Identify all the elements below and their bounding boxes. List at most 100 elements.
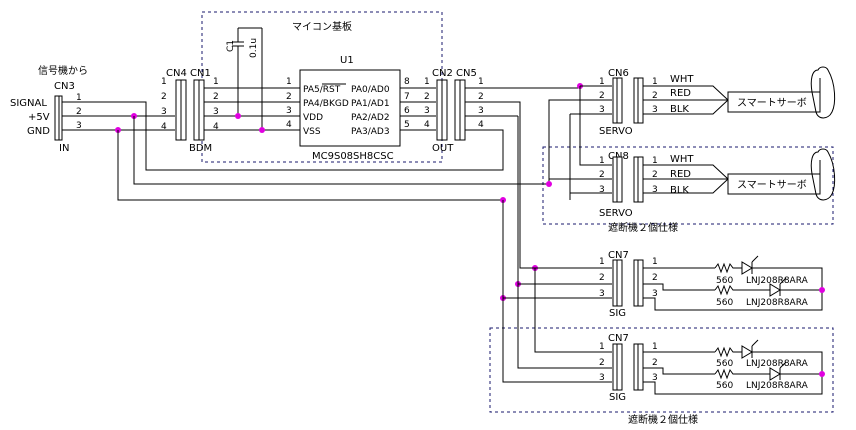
cn8-servo-label: SERVO bbox=[599, 208, 633, 219]
led-lower-2: LNJ208R8ARA bbox=[746, 381, 809, 391]
c1-label: C1 bbox=[226, 40, 236, 52]
led-lower-1: LNJ208R8ARA bbox=[746, 359, 809, 369]
svg-text:3: 3 bbox=[599, 105, 605, 115]
svg-text:4: 4 bbox=[213, 122, 219, 132]
svg-text:3: 3 bbox=[478, 106, 484, 116]
svg-text:3: 3 bbox=[652, 289, 658, 299]
u1-pin-pa1: PA1/AD1 bbox=[351, 99, 390, 109]
svg-text:1: 1 bbox=[599, 342, 605, 352]
svg-text:2: 2 bbox=[286, 92, 292, 102]
u1-pin-pa5: PA5/RST bbox=[303, 85, 341, 95]
svg-text:3: 3 bbox=[599, 185, 605, 195]
svg-text:2: 2 bbox=[213, 92, 219, 102]
cn7a-sig-label: SIG bbox=[609, 308, 626, 319]
u1-label: U1 bbox=[340, 55, 354, 66]
svg-text:2: 2 bbox=[478, 92, 484, 102]
c1-value: 0.1u bbox=[249, 38, 259, 58]
svg-text:5: 5 bbox=[404, 120, 410, 130]
u1-pin-vss: VSS bbox=[303, 127, 321, 137]
svg-text:2: 2 bbox=[424, 92, 430, 102]
cn8-red: RED bbox=[670, 169, 691, 180]
svg-text:1: 1 bbox=[76, 93, 82, 103]
u1-pin-pa4: PA4/BKGD bbox=[303, 99, 349, 109]
cn3-in-label: IN bbox=[59, 143, 69, 154]
svg-text:3: 3 bbox=[652, 373, 658, 383]
cn8-blk: BLK bbox=[670, 185, 689, 196]
sig2-option-box bbox=[489, 327, 834, 413]
led-upper-1: LNJ208R8ARA bbox=[746, 276, 809, 286]
cn7a-label: CN7 bbox=[608, 250, 629, 261]
note-2-units-2: 遮断機２個仕様 bbox=[628, 413, 698, 426]
svg-text:8: 8 bbox=[404, 77, 410, 87]
svg-text:4: 4 bbox=[161, 122, 167, 132]
cn8-wht: WHT bbox=[670, 154, 694, 165]
svg-text:3: 3 bbox=[424, 106, 430, 116]
svg-text:1: 1 bbox=[478, 77, 484, 87]
servo2-option-box bbox=[542, 146, 834, 225]
mcu-part-label: MC9S08SH8CSC bbox=[312, 151, 394, 162]
u1-pin-vdd: VDD bbox=[303, 113, 323, 123]
signal-source-label: 信号機から bbox=[38, 64, 88, 77]
signal-label: SIGNAL bbox=[10, 98, 47, 109]
u1-pin-pa0: PA0/AD0 bbox=[351, 85, 390, 95]
cn6-red: RED bbox=[670, 88, 691, 99]
svg-text:2: 2 bbox=[161, 92, 167, 102]
cn2-label: CN2 bbox=[432, 68, 453, 79]
cn7b-sig-label: SIG bbox=[609, 392, 626, 403]
gnd-label: GND bbox=[27, 126, 50, 137]
mcu-board-title: マイコン基板 bbox=[292, 20, 352, 33]
svg-text:1: 1 bbox=[161, 77, 167, 87]
svg-text:3: 3 bbox=[213, 107, 219, 117]
svg-text:2: 2 bbox=[599, 358, 605, 368]
svg-text:3: 3 bbox=[161, 107, 167, 117]
svg-text:3: 3 bbox=[286, 106, 292, 116]
cn6-servo-label: SERVO bbox=[599, 126, 633, 137]
svg-text:1: 1 bbox=[652, 77, 658, 87]
svg-text:2: 2 bbox=[76, 107, 82, 117]
r-upper-1: 560 bbox=[716, 276, 733, 286]
svg-text:2: 2 bbox=[599, 170, 605, 180]
r-upper-2: 560 bbox=[716, 298, 733, 308]
svg-text:2: 2 bbox=[652, 358, 658, 368]
svg-text:1: 1 bbox=[599, 257, 605, 267]
u1-pin-pa3: PA3/AD3 bbox=[351, 127, 390, 137]
svg-text:2: 2 bbox=[652, 170, 658, 180]
note-2-units-1: 遮断機２個仕様 bbox=[608, 221, 678, 234]
bdm-label: BDM bbox=[189, 143, 212, 154]
plus5v-label: +5V bbox=[28, 112, 50, 123]
led-upper-2: LNJ208R8ARA bbox=[746, 298, 809, 308]
svg-text:3: 3 bbox=[652, 185, 658, 195]
svg-text:1: 1 bbox=[286, 77, 292, 87]
svg-text:3: 3 bbox=[76, 121, 82, 131]
svg-text:3: 3 bbox=[599, 373, 605, 383]
svg-text:1: 1 bbox=[213, 77, 219, 87]
svg-text:2: 2 bbox=[599, 91, 605, 101]
svg-text:2: 2 bbox=[599, 273, 605, 283]
cn6-label: CN6 bbox=[608, 68, 629, 79]
svg-text:4: 4 bbox=[424, 120, 430, 130]
cn6-blk: BLK bbox=[670, 104, 689, 115]
r-lower-2: 560 bbox=[716, 381, 733, 391]
r-lower-1: 560 bbox=[716, 359, 733, 369]
svg-text:4: 4 bbox=[478, 120, 484, 130]
svg-text:1: 1 bbox=[652, 257, 658, 267]
svg-text:7: 7 bbox=[404, 92, 410, 102]
out-label: OUT bbox=[432, 143, 454, 154]
svg-text:4: 4 bbox=[286, 120, 292, 130]
svg-text:1: 1 bbox=[652, 342, 658, 352]
cn7b-label: CN7 bbox=[608, 333, 629, 344]
smart-servo-2-label: スマートサーボ bbox=[737, 179, 807, 191]
svg-text:1: 1 bbox=[652, 156, 658, 166]
smart-servo-1-label: スマートサーボ bbox=[737, 97, 807, 109]
cn5-label: CN5 bbox=[456, 68, 477, 79]
u1-pin-pa2: PA2/AD2 bbox=[351, 113, 390, 123]
svg-text:2: 2 bbox=[652, 273, 658, 283]
svg-text:3: 3 bbox=[652, 105, 658, 115]
cn4-label: CN4 bbox=[166, 68, 187, 79]
u1-body bbox=[299, 69, 401, 147]
cn1-label: CN1 bbox=[190, 68, 211, 79]
svg-text:6: 6 bbox=[404, 106, 410, 116]
svg-text:3: 3 bbox=[599, 289, 605, 299]
svg-text:1: 1 bbox=[599, 77, 605, 87]
